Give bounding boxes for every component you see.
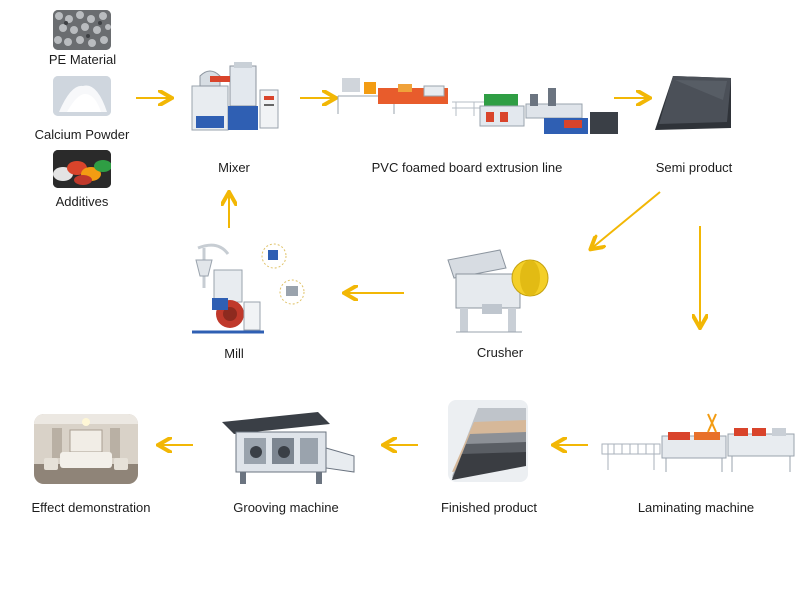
pe-material-image	[53, 10, 111, 50]
extrusion-line-image	[334, 68, 622, 145]
effect-demonstration-label: Effect demonstration	[31, 500, 151, 515]
additives-label: Additives	[55, 194, 109, 209]
laminating-machine-label: Laminating machine	[637, 500, 755, 515]
mill-image	[188, 242, 308, 343]
pe-material-label: PE Material	[48, 52, 117, 67]
calcium-powder-label: Calcium Powder	[34, 127, 130, 142]
additives-image	[53, 150, 111, 188]
laminating-machine-image	[600, 410, 798, 481]
finished-product-label: Finished product	[440, 500, 538, 515]
grooving-machine-image	[218, 408, 358, 493]
finished-product-image	[448, 400, 528, 487]
mill-label: Mill	[224, 346, 244, 361]
extrusion-line-label: PVC foamed board extrusion line	[371, 160, 563, 175]
mixer-image	[186, 58, 282, 143]
mixer-label: Mixer	[218, 160, 250, 175]
arrow-semi-to-crusher	[592, 191, 661, 248]
crusher-image	[442, 244, 554, 341]
effect-demonstration-image	[34, 414, 138, 484]
calcium-powder-image	[53, 76, 111, 116]
semi-product-label: Semi product	[655, 160, 733, 175]
grooving-machine-label: Grooving machine	[233, 500, 339, 515]
crusher-label: Crusher	[476, 345, 524, 360]
semi-product-image	[653, 72, 733, 143]
